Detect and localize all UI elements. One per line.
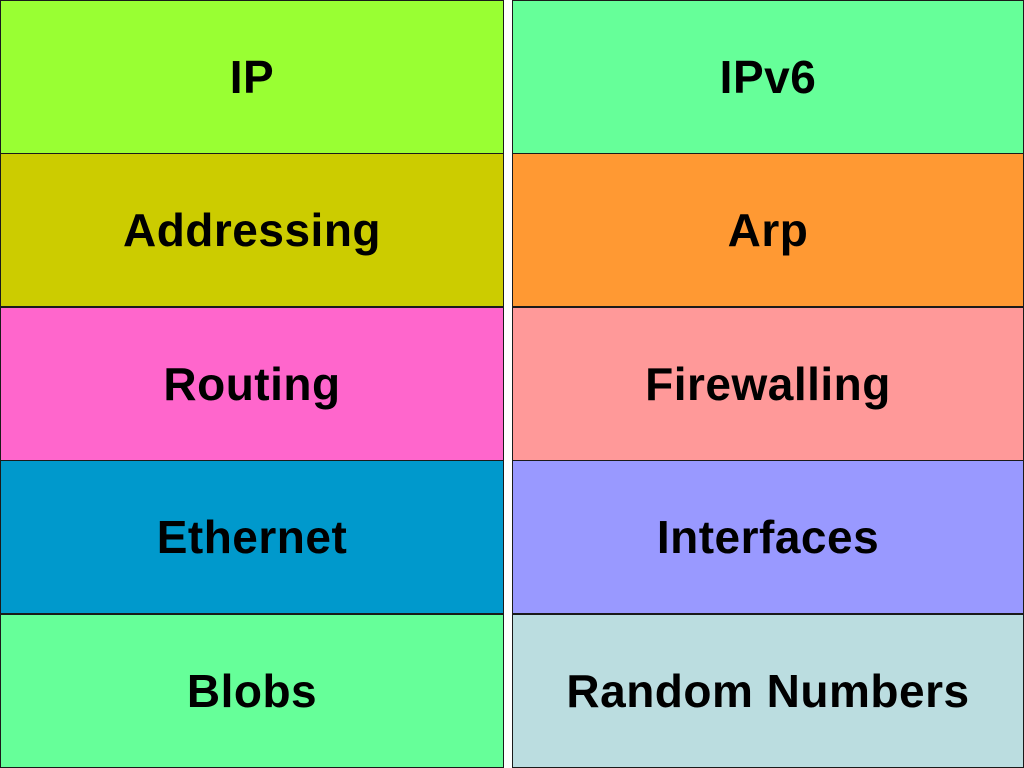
tile-routing[interactable]: Routing — [0, 307, 504, 461]
tile-label: IP — [229, 51, 275, 103]
tile-label: Addressing — [122, 204, 382, 256]
right-column: IPv6 Arp Firewalling Interfaces Random N… — [512, 0, 1024, 768]
tile-label: Arp — [727, 204, 809, 256]
tile-random-numbers[interactable]: Random Numbers — [512, 614, 1024, 768]
tile-ipv6[interactable]: IPv6 — [512, 0, 1024, 154]
left-column: IP Addressing Routing Ethernet Blobs — [0, 0, 504, 768]
tile-ip[interactable]: IP — [0, 0, 504, 154]
tile-label: IPv6 — [719, 51, 817, 103]
tile-ethernet[interactable]: Ethernet — [0, 460, 504, 614]
tile-arp[interactable]: Arp — [512, 153, 1024, 307]
tile-label: Blobs — [186, 665, 318, 717]
tile-label: Firewalling — [645, 358, 891, 410]
tile-label: Random Numbers — [566, 665, 970, 717]
tile-interfaces[interactable]: Interfaces — [512, 460, 1024, 614]
tile-label: Routing — [163, 358, 341, 410]
tile-label: Ethernet — [156, 511, 348, 563]
tile-label: Interfaces — [656, 511, 880, 563]
tile-firewalling[interactable]: Firewalling — [512, 307, 1024, 461]
tile-addressing[interactable]: Addressing — [0, 153, 504, 307]
tile-blobs[interactable]: Blobs — [0, 614, 504, 768]
